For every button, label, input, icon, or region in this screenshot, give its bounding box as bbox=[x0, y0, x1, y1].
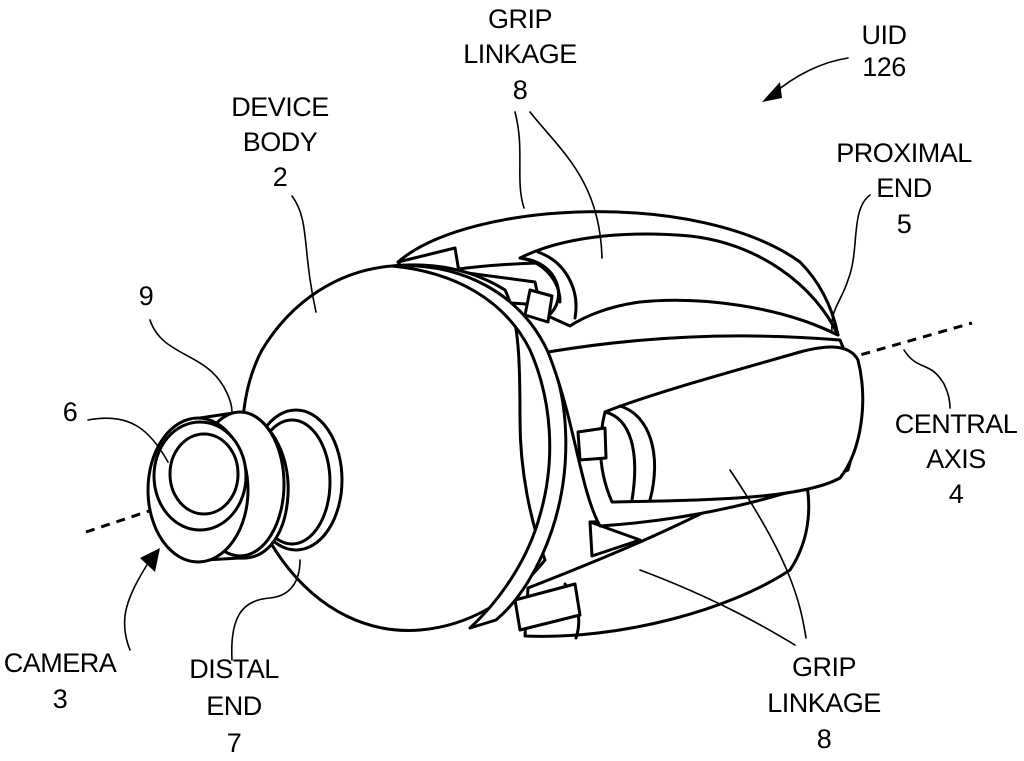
ref6-text: 6 bbox=[63, 397, 78, 427]
device-body-line1: DEVICE bbox=[231, 92, 329, 122]
grip-bottom-line2: LINKAGE bbox=[767, 688, 881, 718]
distal-end-line2: END bbox=[206, 691, 262, 721]
label-distal-end: DISTAL END 7 bbox=[189, 654, 279, 758]
distal-end-line1: DISTAL bbox=[189, 654, 279, 684]
camera-arrow-head bbox=[140, 548, 160, 572]
uid-label-line1: UID bbox=[862, 20, 907, 50]
label-camera: CAMERA 3 bbox=[4, 648, 117, 714]
uid-label-line2: 126 bbox=[862, 52, 906, 82]
proximal-end-line1: PROXIMAL bbox=[836, 138, 972, 168]
grip-top-line2: LINKAGE bbox=[463, 39, 577, 69]
central-axis-line1: CENTRAL bbox=[895, 409, 1018, 439]
camera-line1: CAMERA bbox=[4, 648, 117, 678]
central-axis-line3: 4 bbox=[949, 479, 964, 509]
label-grip-linkage-top: GRIP LINKAGE 8 bbox=[463, 4, 577, 105]
uid-arrow-head bbox=[762, 82, 782, 102]
label-central-axis: CENTRAL AXIS 4 bbox=[895, 409, 1018, 509]
grip-top-line3: 8 bbox=[513, 75, 528, 105]
label-device-body: DEVICE BODY 2 bbox=[231, 92, 329, 192]
rear-housing bbox=[548, 336, 863, 526]
camera-nose bbox=[148, 410, 342, 562]
label-ref-9: 9 bbox=[139, 281, 154, 311]
grip-bottom-line1: GRIP bbox=[792, 652, 856, 682]
device-body-line3: 2 bbox=[273, 162, 288, 192]
distal-end-line3: 7 bbox=[227, 728, 242, 758]
grip-bottom-line3: 8 bbox=[817, 724, 832, 754]
ref9-text: 9 bbox=[139, 281, 154, 311]
grip-top-line1: GRIP bbox=[488, 4, 552, 34]
device-body-line2: BODY bbox=[243, 127, 318, 157]
label-ref-6: 6 bbox=[63, 397, 78, 427]
label-uid: UID 126 bbox=[862, 20, 907, 82]
central-axis-line2: AXIS bbox=[926, 444, 986, 474]
proximal-end-line3: 5 bbox=[897, 209, 912, 239]
proximal-end-line2: END bbox=[876, 173, 932, 203]
camera-line2: 3 bbox=[53, 684, 68, 714]
label-grip-linkage-bottom: GRIP LINKAGE 8 bbox=[767, 652, 881, 754]
